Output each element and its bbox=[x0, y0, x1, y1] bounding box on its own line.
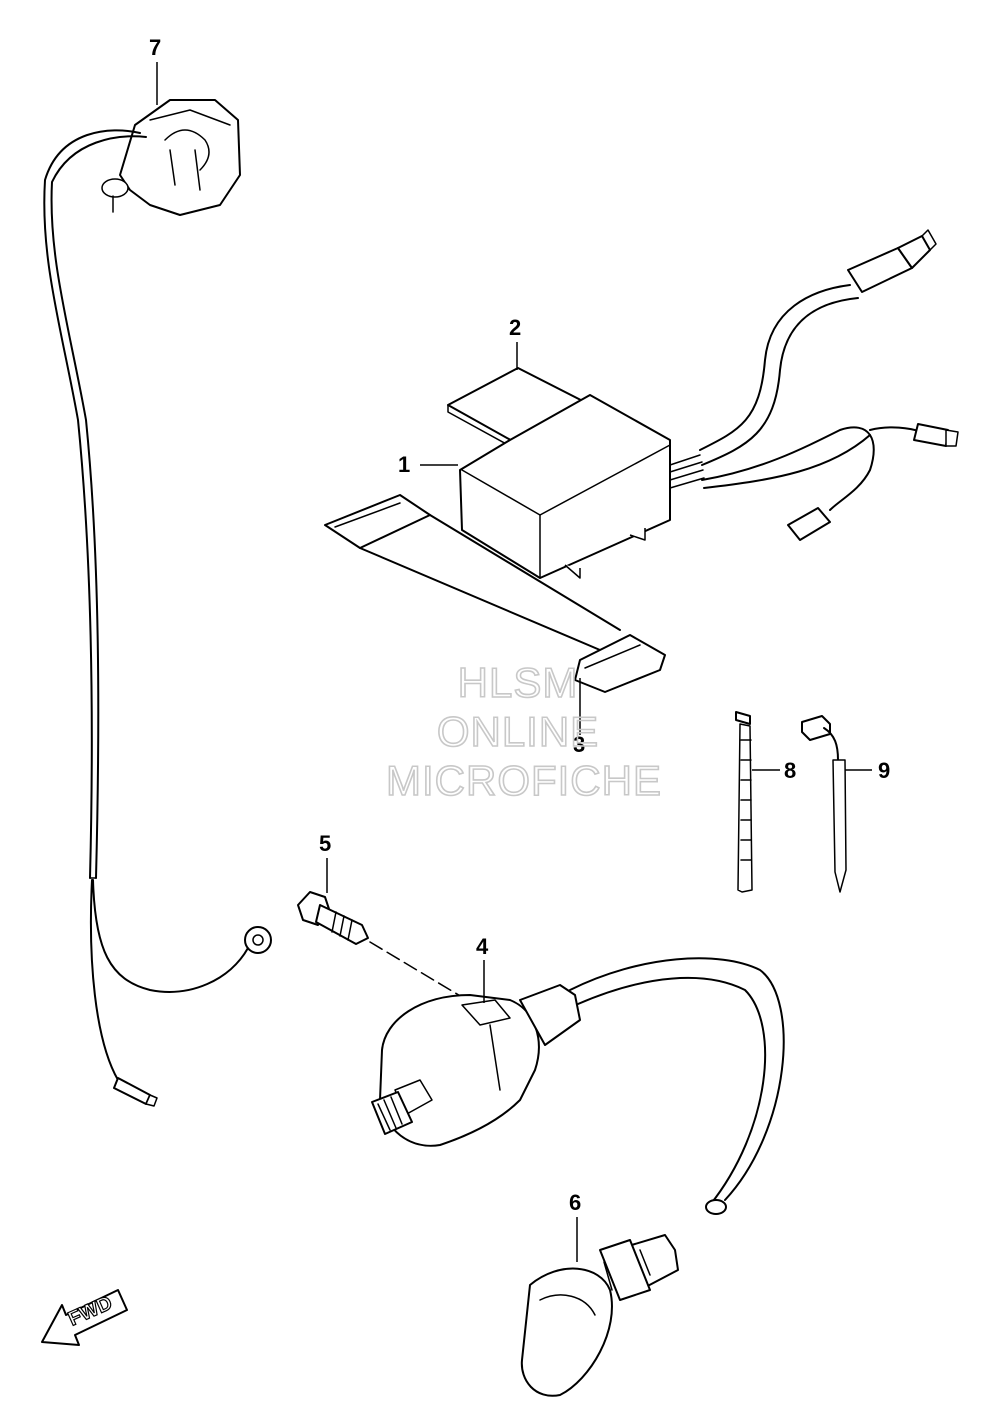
fwd-direction-arrow: FWD bbox=[41, 1289, 128, 1346]
engine-stop-switch bbox=[101, 99, 241, 216]
callout-2: 2 bbox=[509, 315, 521, 340]
callout-7: 7 bbox=[149, 35, 161, 60]
watermark-line-1: HLSM bbox=[458, 659, 579, 706]
engine-stop-switch-wire bbox=[43, 129, 272, 1107]
cable-tie bbox=[735, 711, 753, 893]
watermark-line-2: ONLINE bbox=[437, 708, 599, 755]
wire-clamp bbox=[801, 715, 847, 893]
cdi-wire-harness bbox=[699, 229, 959, 541]
watermark: HLSM ONLINE MICROFICHE bbox=[385, 658, 662, 805]
callout-8: 8 bbox=[784, 758, 796, 783]
callout-6: 6 bbox=[569, 1190, 581, 1215]
watermark-line-3: MICROFICHE bbox=[386, 757, 662, 804]
cdi-unit bbox=[459, 394, 705, 579]
leader-lines bbox=[156, 62, 872, 1262]
spark-plug-cap bbox=[520, 1234, 679, 1397]
cdi-rubber-strap bbox=[324, 494, 666, 693]
callout-1: 1 bbox=[398, 452, 410, 477]
callout-4: 4 bbox=[476, 934, 489, 959]
callout-3: 3 bbox=[573, 732, 585, 757]
callout-5: 5 bbox=[319, 831, 331, 856]
bolt bbox=[297, 891, 463, 998]
ignition-coil bbox=[371, 957, 785, 1215]
callout-numbers: 7 2 1 3 8 9 5 4 6 bbox=[149, 35, 890, 1215]
callout-9: 9 bbox=[878, 758, 890, 783]
